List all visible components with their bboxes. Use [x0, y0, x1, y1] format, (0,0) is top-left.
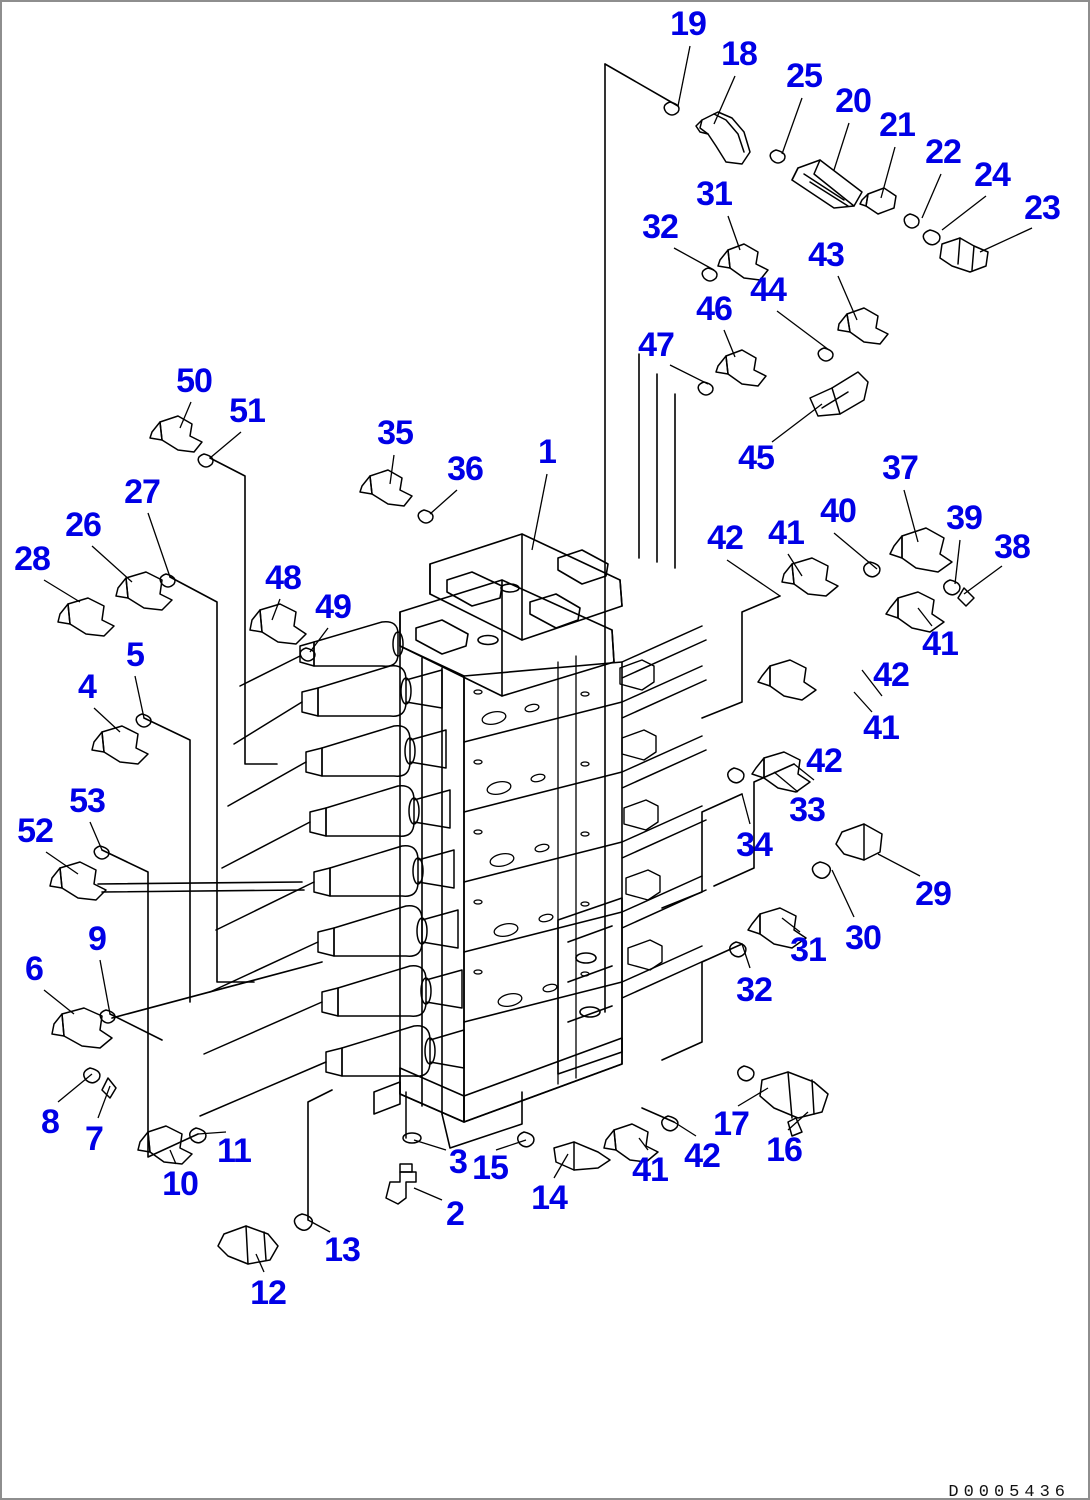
callout-40: 40	[820, 492, 857, 530]
callout-44: 44	[750, 271, 787, 309]
callout-14: 14	[531, 1179, 568, 1217]
callout-2: 2	[446, 1195, 465, 1233]
callout-4: 4	[78, 668, 97, 706]
callout-32a: 32	[642, 208, 679, 246]
callout-50: 50	[176, 362, 213, 400]
callout-25: 25	[786, 57, 823, 95]
callout-7: 7	[85, 1120, 104, 1158]
callout-37: 37	[882, 449, 919, 487]
callout-21: 21	[879, 106, 916, 144]
callout-49: 49	[315, 588, 352, 626]
callout-30: 30	[845, 919, 882, 957]
callout-17: 17	[713, 1105, 750, 1143]
callout-48: 48	[265, 559, 302, 597]
callout-52: 52	[17, 812, 54, 850]
callout-22: 22	[925, 133, 962, 171]
callout-31b: 31	[790, 931, 827, 969]
callout-42a: 42	[707, 519, 744, 557]
callout-28: 28	[14, 540, 51, 578]
callout-42d: 42	[684, 1137, 721, 1175]
callout-24: 24	[974, 156, 1011, 194]
callout-45: 45	[738, 439, 775, 477]
callout-42c: 42	[806, 742, 843, 780]
callout-1: 1	[538, 433, 557, 471]
callout-33: 33	[789, 791, 826, 829]
callout-41a: 41	[768, 514, 805, 552]
callout-26: 26	[65, 506, 102, 544]
callout-23: 23	[1024, 189, 1061, 227]
callout-19: 19	[670, 5, 707, 43]
callout-41b: 41	[922, 625, 959, 663]
callout-51: 51	[229, 392, 266, 430]
drawing-number: D0005436	[948, 1483, 1070, 1500]
callout-47: 47	[638, 326, 675, 364]
callout-43: 43	[808, 236, 845, 274]
callout-46: 46	[696, 290, 733, 328]
callout-12: 12	[250, 1274, 287, 1312]
callout-20: 20	[835, 82, 872, 120]
callout-32b: 32	[736, 971, 773, 1009]
callout-16: 16	[766, 1131, 803, 1169]
callout-27: 27	[124, 473, 161, 511]
callout-39: 39	[946, 499, 983, 537]
callout-3: 3	[449, 1143, 468, 1181]
callout-29: 29	[915, 875, 952, 913]
callout-18: 18	[721, 35, 758, 73]
callout-13: 13	[324, 1231, 361, 1269]
callout-42b: 42	[873, 656, 910, 694]
callout-34: 34	[736, 826, 773, 864]
callout-9: 9	[88, 920, 107, 958]
callout-11: 11	[217, 1132, 252, 1170]
callout-15: 15	[472, 1149, 509, 1187]
callout-5: 5	[126, 636, 145, 674]
callout-41c: 41	[863, 709, 900, 747]
callout-35: 35	[377, 414, 414, 452]
callout-10: 10	[162, 1165, 199, 1203]
callout-53: 53	[69, 782, 106, 820]
callout-41d: 41	[632, 1151, 669, 1189]
callout-8: 8	[41, 1103, 60, 1141]
callout-31a: 31	[696, 175, 733, 213]
callout-38: 38	[994, 528, 1031, 566]
callout-36: 36	[447, 450, 484, 488]
callout-6: 6	[25, 950, 44, 988]
